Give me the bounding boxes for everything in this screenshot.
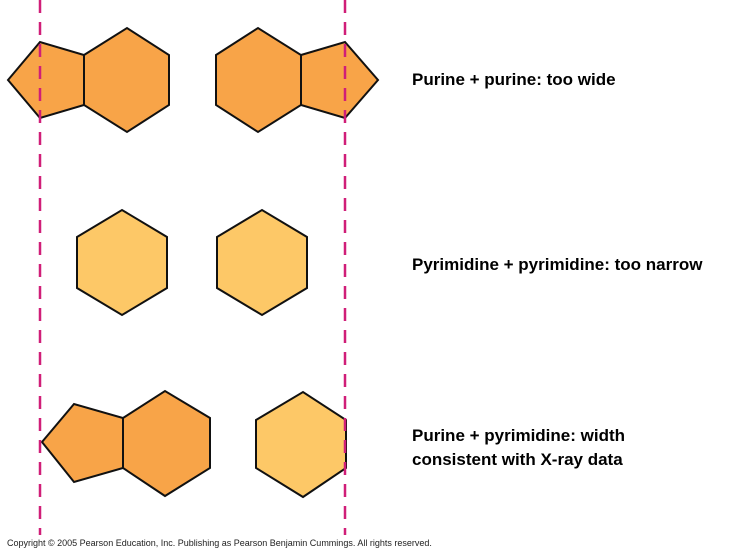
purine-pentagon xyxy=(40,402,124,484)
purine-hexagon xyxy=(122,389,211,498)
pyrimidine-right-hexagon xyxy=(216,208,308,317)
label-purine-pyrimidine-line1: Purine + pyrimidine: width xyxy=(412,426,625,445)
purine-left-pentagon xyxy=(6,40,85,120)
purine-right-hexagon xyxy=(215,26,302,134)
copyright-notice: Copyright © 2005 Pearson Education, Inc.… xyxy=(7,538,432,548)
label-pyrimidine-pyrimidine: Pyrimidine + pyrimidine: too narrow xyxy=(412,255,703,274)
pyrimidine-left-hexagon xyxy=(76,208,168,317)
purine-left-hexagon xyxy=(83,26,170,134)
label-purine-pyrimidine-line2: consistent with X-ray data xyxy=(412,450,623,469)
label-purine-purine: Purine + purine: too wide xyxy=(412,70,616,89)
pyrimidine-hexagon xyxy=(255,390,347,499)
purine-right-pentagon xyxy=(300,40,380,120)
